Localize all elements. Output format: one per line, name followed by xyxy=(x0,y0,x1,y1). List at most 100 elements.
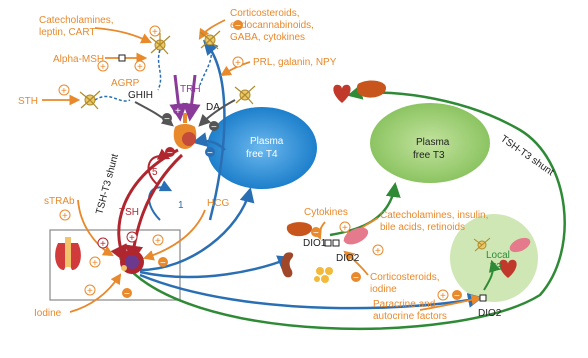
sign-plus: + xyxy=(232,56,244,69)
svg-text:+: + xyxy=(342,223,348,234)
label-local-t3-1: Local xyxy=(486,250,510,261)
green-loop-arrow xyxy=(118,84,566,330)
sign-plus: + xyxy=(58,84,70,97)
label-corticosteroids-iodine-2: iodine xyxy=(370,284,397,295)
svg-text:−: − xyxy=(454,291,460,302)
label-agrp: AGRP xyxy=(111,78,140,89)
svg-text:−: − xyxy=(167,148,173,159)
svg-text:−: − xyxy=(353,273,359,284)
orange-arrow-strab xyxy=(77,199,114,257)
neuron-icon xyxy=(199,30,221,86)
sign-minus: − xyxy=(158,257,168,269)
svg-text:+: + xyxy=(175,106,181,117)
label-catecholamines-insulin-2: bile acids, retinoids xyxy=(380,222,465,233)
label-tsh-t3-shunt-left: TSH-T3 shunt xyxy=(94,153,121,216)
svg-text:+: + xyxy=(100,62,106,73)
label-tsh: TSH xyxy=(119,207,139,218)
svg-text:−: − xyxy=(124,289,130,300)
da-arrow xyxy=(198,99,236,127)
liver-icon xyxy=(356,80,386,98)
sign-minus: − xyxy=(209,121,219,133)
blue-thyroid-to-t4 xyxy=(139,187,255,272)
svg-text:+: + xyxy=(92,258,98,269)
svg-text:−: − xyxy=(207,148,213,159)
label-sth: STH xyxy=(18,96,38,107)
label-dio1: DIO1 xyxy=(303,238,327,249)
label-dio2-a: DIO2 xyxy=(336,253,360,264)
red-loop-5 xyxy=(147,148,171,186)
svg-text:+: + xyxy=(137,62,143,73)
label-catecholamines-leptin: Catecholamines, xyxy=(39,15,113,26)
label-catecholamines-leptin-2: leptin, CART xyxy=(39,27,96,38)
sign-plus: + xyxy=(173,105,183,117)
sign-minus: − xyxy=(233,20,243,32)
svg-text:−: − xyxy=(211,122,217,133)
neuron-icon xyxy=(79,90,131,110)
label-da: DA xyxy=(206,102,220,113)
label-five: 5 xyxy=(152,167,158,178)
label-paracrine-1: Paracrine and xyxy=(373,299,435,310)
kidney-icon xyxy=(281,252,294,278)
label-plasma-t4-2: free T4 xyxy=(246,149,278,160)
svg-text:−: − xyxy=(164,114,170,125)
svg-text:+: + xyxy=(62,211,68,222)
pituitary-icon xyxy=(173,113,197,149)
sign-plus: + xyxy=(372,244,384,257)
sign-plus: + xyxy=(59,209,71,222)
label-paracrine-2: autocrine factors xyxy=(373,311,447,322)
label-plasma-t4-1: Plasma xyxy=(250,136,284,147)
fat-cells-icon xyxy=(314,267,333,283)
neuron-icon xyxy=(473,237,491,252)
blue-thyroid-to-dio1 xyxy=(139,255,293,279)
svg-text:−: − xyxy=(313,228,319,239)
thyroid-follicle-icon xyxy=(120,250,144,274)
dio2-box-b xyxy=(479,294,487,302)
orange-arrow-corticosteroids-iodine xyxy=(343,250,369,276)
blue-t4-to-pituitary xyxy=(192,132,226,151)
sign-plus: + xyxy=(97,60,109,73)
label-trh: TRH xyxy=(180,84,201,95)
label-alpha-msh: Alpha-MSH xyxy=(53,54,104,65)
thyroid-box xyxy=(49,229,181,301)
muscle-icon xyxy=(509,237,531,253)
svg-text:+: + xyxy=(155,236,161,247)
sign-plus: + xyxy=(134,60,146,73)
agrp-box xyxy=(118,54,126,62)
svg-text:+: + xyxy=(87,286,93,297)
svg-text:+: + xyxy=(61,86,67,97)
orange-arrow-corticosteroids xyxy=(198,19,226,40)
local-t3-circle xyxy=(450,214,538,302)
blue-thyroid-to-dio2 xyxy=(139,273,483,310)
svg-text:−: − xyxy=(160,258,166,269)
ghih-arrow xyxy=(134,101,174,127)
label-one: 1 xyxy=(178,200,184,211)
sign-minus: − xyxy=(122,288,132,300)
sign-plus: + xyxy=(84,284,96,297)
heart-icon xyxy=(499,259,517,278)
label-dio2-b: DIO2 xyxy=(478,308,502,319)
svg-text:+: + xyxy=(129,233,135,244)
red-tsh-arrow-1 xyxy=(110,148,179,264)
sign-minus: − xyxy=(165,147,175,159)
label-iodine: Iodine xyxy=(34,308,62,319)
orange-arrow-hcg xyxy=(142,209,206,261)
label-local-t3-2: T3 xyxy=(490,262,502,273)
svg-text:+: + xyxy=(152,27,158,38)
label-cytokines: Cytokines xyxy=(304,207,348,218)
neuron-icon xyxy=(149,33,171,91)
orange-arrow-prl xyxy=(220,61,251,77)
sign-plus: + xyxy=(152,234,164,247)
label-catecholamines-insulin-1: Catecholamines, insulin, xyxy=(380,210,488,221)
svg-text:+: + xyxy=(440,291,446,302)
svg-text:+: + xyxy=(375,246,381,257)
svg-text:−: − xyxy=(235,21,241,32)
label-corticosteroids-iodine-1: Corticosteroids, xyxy=(370,272,439,283)
blue-loop-1 xyxy=(148,180,173,221)
label-plasma-t3-1: Plasma xyxy=(416,137,450,148)
label-corticosteroids-1: Corticosteroids, xyxy=(230,8,299,19)
sign-plus: + xyxy=(339,221,351,234)
sign-plus: + xyxy=(126,231,138,244)
heart-icon xyxy=(333,84,351,103)
orange-arrow-paracrine xyxy=(419,294,483,311)
